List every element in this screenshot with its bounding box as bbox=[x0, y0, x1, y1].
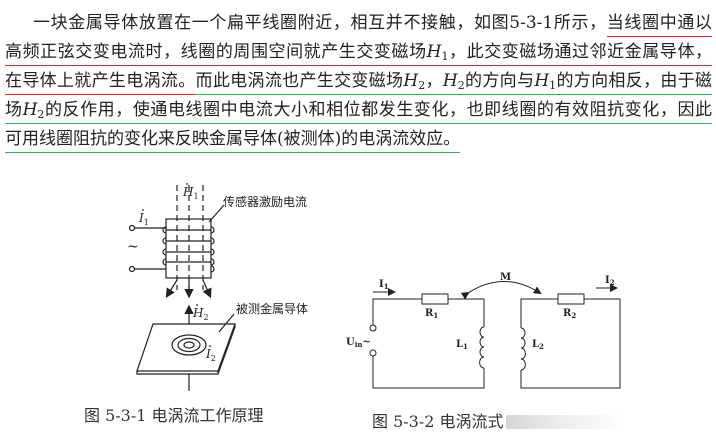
math-variable: H1 bbox=[534, 71, 557, 95]
phasor-dot bbox=[209, 345, 211, 347]
highlighted-text-green: 场 bbox=[5, 100, 23, 124]
callout-coil-label: 传感器激励电流 bbox=[223, 194, 307, 209]
label-r2: R2 bbox=[563, 308, 576, 320]
variable-subscript: 2 bbox=[457, 79, 465, 92]
figure2-caption-text: 图 5-3-2 电涡流式 bbox=[372, 412, 504, 431]
label-i1: I1 bbox=[379, 279, 389, 291]
label-i1: I1 bbox=[138, 211, 149, 227]
variable-symbol: H bbox=[534, 71, 550, 91]
variable-subscript: 1 bbox=[441, 50, 449, 63]
highlighted-text-green: ， bbox=[425, 71, 443, 95]
variable-subscript: 2 bbox=[418, 79, 426, 92]
math-variable: H2 bbox=[442, 71, 465, 95]
paragraph-text: 一块金属导体放置在一个扁平线圈附近，相互并不接触，如图5-3-1所示， bbox=[33, 13, 607, 33]
highlighted-text-red: 高频正弦交变电流时，线圈的周围空间就产生交变磁场 bbox=[5, 42, 427, 66]
terminal bbox=[369, 324, 377, 332]
label-m: M bbox=[500, 272, 511, 283]
terminal bbox=[128, 224, 136, 232]
highlighted-text-green: 的方向相反，由于磁 bbox=[556, 71, 713, 95]
label-h2: H2 bbox=[192, 306, 209, 322]
variable-symbol: H bbox=[442, 71, 458, 91]
watermark-overlay bbox=[505, 415, 626, 429]
coil-windings bbox=[162, 226, 215, 273]
label-l1: L1 bbox=[456, 339, 468, 351]
phasor-dot bbox=[196, 304, 198, 306]
highlighted-text-red: 在导体上就产生电涡流。 bbox=[5, 71, 196, 95]
math-variable: H1 bbox=[426, 42, 449, 66]
label-i2: I2 bbox=[605, 275, 615, 287]
figure2-caption: 图 5-3-2 电涡流式 bbox=[372, 408, 626, 432]
variable-subscript: 2 bbox=[37, 108, 45, 121]
paragraph-line: 高频正弦交变电流时，线圈的周围空间就产生交变磁场H1，此交变磁场通过邻近金属导体… bbox=[5, 41, 713, 70]
paragraph-line: 在导体上就产生电涡流。而此电涡流也产生交变磁场H2，H2的方向与H1的方向相反，… bbox=[5, 70, 713, 99]
highlighted-text-red: ，此交变磁场通过邻近金属导体， bbox=[448, 42, 713, 66]
resistor-r2 bbox=[557, 293, 585, 305]
mutual-inductance-arc bbox=[460, 281, 542, 300]
paragraph-line: 场H2的反作用，使通电线圈中电流大小和相位都发生变化，也即线圈的有效阻抗变化，因… bbox=[5, 99, 713, 128]
highlighted-text-green: 而此电涡流也产生交变磁场 bbox=[195, 71, 404, 95]
flux-lines bbox=[176, 185, 204, 290]
highlighted-text-red: 当线圈中通以 bbox=[606, 13, 712, 37]
inductor-l2 bbox=[520, 327, 526, 371]
variable-symbol: H bbox=[426, 42, 442, 62]
eddy-current-rings bbox=[171, 334, 207, 356]
phasor-dot bbox=[142, 209, 144, 211]
figure-equivalent-circuit bbox=[369, 281, 621, 389]
ac-source-symbol: ~ bbox=[127, 239, 139, 255]
highlighted-text-green: 的反作用，使通电线圈中电流大小和相位都发生变化，也即线圈的有效阻抗变化，因此 bbox=[44, 100, 713, 124]
highlighted-text-green: 可用线圈阻抗的变化来反映金属导体(被测体)的电涡流效应。 bbox=[5, 129, 461, 153]
paragraph-line: 一块金属导体放置在一个扁平线圈附近，相互并不接触，如图5-3-1所示，当线圈中通… bbox=[33, 12, 712, 41]
phasor-dot bbox=[186, 183, 188, 185]
paragraph-line: 可用线圈阻抗的变化来反映金属导体(被测体)的电涡流效应。 bbox=[5, 128, 712, 157]
label-l2: L2 bbox=[532, 339, 544, 351]
terminal bbox=[128, 265, 136, 273]
inductor-l1 bbox=[479, 326, 485, 369]
resistor-r1 bbox=[421, 293, 449, 305]
label-h1: H1 bbox=[182, 185, 199, 201]
callout-plate-label: 被测金属导体 bbox=[236, 301, 308, 316]
terminal bbox=[369, 349, 377, 357]
math-variable: H2 bbox=[22, 100, 45, 124]
variable-symbol: H bbox=[22, 100, 38, 120]
label-uin: Uin~ bbox=[346, 337, 371, 349]
highlighted-text-green: 的方向与 bbox=[464, 71, 535, 95]
label-i2: I2 bbox=[205, 347, 216, 363]
math-variable: H2 bbox=[403, 71, 426, 95]
variable-symbol: H bbox=[403, 71, 419, 91]
figure1-caption: 图 5-3-1 电涡流工作原理 bbox=[84, 406, 264, 425]
label-r1: R1 bbox=[425, 308, 438, 320]
callout-leader bbox=[218, 313, 235, 333]
variable-subscript: 1 bbox=[549, 79, 557, 92]
callout-leader bbox=[208, 204, 225, 223]
